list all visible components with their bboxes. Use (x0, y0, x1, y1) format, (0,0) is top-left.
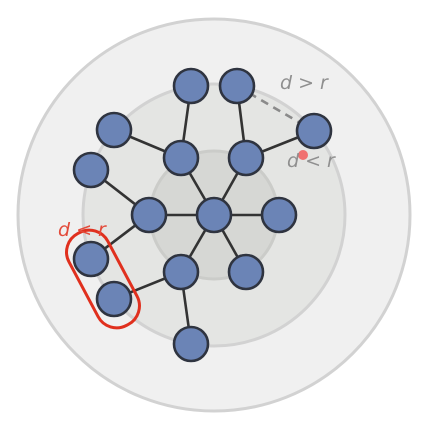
distance-marker-dot (298, 150, 308, 160)
node-top-left (172, 67, 210, 105)
label-d-greater-r: d > r (280, 72, 329, 94)
node-right-inner (260, 196, 298, 234)
node-bottom (172, 325, 210, 363)
label-d-less-r-left: d < r (58, 219, 107, 241)
node-left-outer (72, 151, 110, 189)
label-d-less-r-right: d < r (287, 150, 336, 172)
node-upper-right-mid (227, 139, 265, 177)
node-upper-left-outer (95, 111, 133, 149)
close-pair-highlight (65, 228, 141, 330)
node-far-right (295, 112, 333, 150)
node-lower-mid (162, 253, 200, 291)
node-center (195, 196, 233, 234)
node-left-inner (130, 196, 168, 234)
highlight-layer (65, 228, 141, 330)
node-lower-right-inner (227, 253, 265, 291)
node-lower-left-2 (95, 280, 133, 318)
node-upper-left-mid (162, 139, 200, 177)
node-top-right (218, 67, 256, 105)
nodes-layer (72, 67, 333, 363)
node-lower-left-1 (72, 240, 110, 278)
